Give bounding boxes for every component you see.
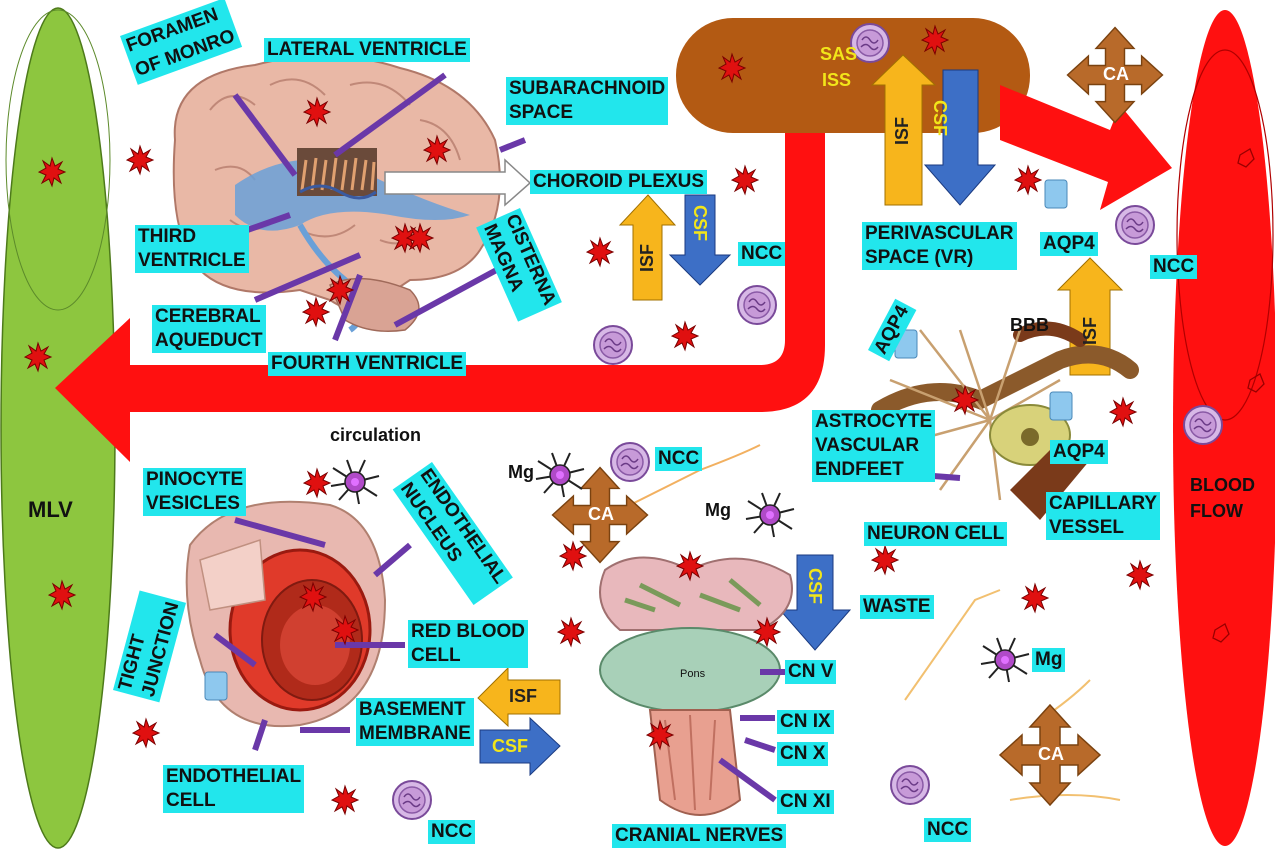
ncc-cell-3 <box>611 443 649 481</box>
perivascular-line-2: SPACE (VR) <box>865 246 1014 270</box>
isf-label-bbb: ISF <box>1080 317 1101 345</box>
ca-label-top: CA <box>1103 64 1129 85</box>
mg-label-3: Mg <box>1032 648 1065 672</box>
basement-line-1: BASEMENT <box>359 698 471 722</box>
capillary-line-2: VESSEL <box>1049 516 1157 540</box>
rbc-line-2: CELL <box>411 644 525 668</box>
mg-microglia-4 <box>981 638 1029 682</box>
ncc-label-choroid: NCC <box>738 242 785 266</box>
pinocyte-line-2: VESICLES <box>146 492 243 516</box>
neuron-cell-label: NEURON CELL <box>864 522 1007 546</box>
astrocyte-endfeet-label: ASTROCYTE VASCULAR ENDFEET <box>812 410 935 482</box>
subarachnoid-line-2: SPACE <box>509 101 665 125</box>
isf-label-bm: ISF <box>509 686 537 707</box>
cerebral-aqueduct-label: CEREBRAL AQUEDUCT <box>152 305 266 353</box>
ca-label-bottom: CA <box>1038 744 1064 765</box>
ncc-cell-5 <box>891 766 929 804</box>
waste-label: WASTE <box>860 595 934 619</box>
fourth-ventricle-label: FOURTH VENTRICLE <box>268 352 466 376</box>
pinocyte-vesicles-label: PINOCYTE VESICLES <box>143 468 246 516</box>
bbb-label: BBB <box>1010 315 1049 336</box>
astrocyte-line-2: VASCULAR <box>815 434 932 458</box>
csf-label-bm: CSF <box>492 736 528 757</box>
cn-x-label: CN X <box>777 742 828 766</box>
ncc-label-right: NCC <box>1150 255 1197 279</box>
cn-xi-label: CN XI <box>777 790 834 814</box>
lateral-ventricle-label: LATERAL VENTRICLE <box>264 38 470 62</box>
choroid-plexus-label: CHOROID PLEXUS <box>530 170 707 194</box>
subarachnoid-line-1: SUBARACHNOID <box>509 77 665 101</box>
blood-flow-line-1: BLOOD <box>1190 472 1255 498</box>
mg-microglia-3 <box>746 493 794 537</box>
blood-flow-label: BLOOD FLOW <box>1190 472 1255 524</box>
cerebral-aqueduct-line-2: AQUEDUCT <box>155 329 263 353</box>
perivascular-space-label: PERIVASCULAR SPACE (VR) <box>862 222 1017 270</box>
sas-label: SAS <box>820 44 857 65</box>
astrocyte-line-3: ENDFEET <box>815 458 932 482</box>
red-blood-cell-label: RED BLOOD CELL <box>408 620 528 668</box>
csf-label-sas: CSF <box>929 100 950 136</box>
cranial-nerves-label: CRANIAL NERVES <box>612 824 786 848</box>
third-ventricle-line-1: THIRD <box>138 225 246 249</box>
mg-microglia-2 <box>331 460 379 504</box>
ncc-label-bottom-right: NCC <box>924 818 971 842</box>
ncc-label-middle: NCC <box>655 447 702 471</box>
isf-label-sas: ISF <box>892 117 913 145</box>
pinocyte-line-1: PINOCYTE <box>146 468 243 492</box>
cn-v-label: CN V <box>785 660 836 684</box>
capillary-vessel-label: CAPILLARY VESSEL <box>1046 492 1160 540</box>
perivascular-line-1: PERIVASCULAR <box>865 222 1014 246</box>
ncc-cell-4 <box>393 781 431 819</box>
csf-label-left: CSF <box>689 205 710 241</box>
ncc-cell-2 <box>594 326 632 364</box>
sas-to-blood-arrow <box>1000 85 1172 210</box>
ncc-cell-8 <box>1184 406 1222 444</box>
rbc-line-1: RED BLOOD <box>411 620 525 644</box>
basement-membrane-label: BASEMENT MEMBRANE <box>356 698 474 746</box>
astrocyte-line-1: ASTROCYTE <box>815 410 932 434</box>
basement-line-2: MEMBRANE <box>359 722 471 746</box>
ncc-cell-6 <box>1116 206 1154 244</box>
ncc-label-bottom-left: NCC <box>428 820 475 844</box>
mg-label-1: Mg <box>508 462 534 483</box>
aqp4-label-bottom: AQP4 <box>1050 440 1108 464</box>
third-ventricle-line-2: VENTRICLE <box>138 249 246 273</box>
mg-microglia-1 <box>536 453 584 497</box>
ca-label-middle: CA <box>588 504 614 525</box>
aqp4-label-top: AQP4 <box>1040 232 1098 256</box>
mlv-label: MLV <box>28 497 73 523</box>
endothelial-cell-line-2: CELL <box>166 789 301 813</box>
endothelial-cell-line-1: ENDOTHELIAL <box>166 765 301 789</box>
capillary-line-1: CAPILLARY <box>1049 492 1157 516</box>
csf-label-cn: CSF <box>804 568 825 604</box>
ca-nerve-line-2 <box>1010 680 1120 800</box>
cerebral-aqueduct-line-1: CEREBRAL <box>155 305 263 329</box>
cn-ix-label: CN IX <box>777 710 834 734</box>
third-ventricle-label: THIRD VENTRICLE <box>135 225 249 273</box>
circulation-label: circulation <box>330 425 421 446</box>
pons-label: Pons <box>680 668 705 680</box>
blood-flow-line-2: FLOW <box>1190 498 1255 524</box>
subarachnoid-space-label: SUBARACHNOID SPACE <box>506 77 668 125</box>
iss-label: ISS <box>822 70 851 91</box>
brainstem-illustration <box>600 558 792 816</box>
isf-label-left: ISF <box>637 244 658 272</box>
ncc-cell-1 <box>738 286 776 324</box>
endothelial-cell-label: ENDOTHELIAL CELL <box>163 765 304 813</box>
mg-label-2: Mg <box>705 500 731 521</box>
